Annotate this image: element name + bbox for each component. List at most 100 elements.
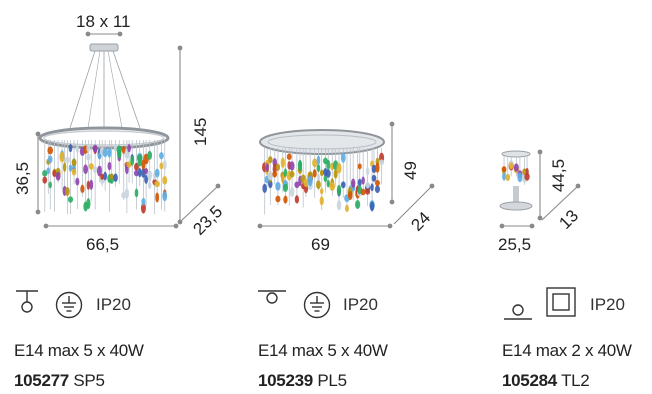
crystal-drop [140,203,146,214]
crystal-drop [502,172,506,181]
crystal-drop [282,183,289,192]
crystal-drop [59,151,65,163]
crystal-drop [147,150,153,160]
crystal-drop [513,163,519,172]
height-dimension-label: 44,5 [549,159,568,192]
crystal-drop [289,186,295,197]
crystal-drop [107,147,112,158]
dim-dot [499,223,505,229]
crystal-drop [130,155,135,166]
product-code: 105239 [258,371,313,390]
ip-rating: IP20 [590,295,625,314]
crystal-drop [262,183,268,194]
product-code-line: 105284 TL2 [502,371,590,391]
crystal-drop [92,144,98,153]
product-3-drawing: 44,5 25,5 13 [498,149,582,254]
crystal-drop [350,178,356,188]
body-height-dimension-label: 36,5 [13,162,32,195]
crystal-drop [109,173,114,180]
product-model: TL2 [561,371,590,390]
crystal-drop [46,167,51,175]
crystal-drop [100,173,105,180]
crystal-drop [325,169,331,178]
crystal-drop [316,155,321,166]
dim-dot [257,223,263,229]
crystal-drop [326,179,330,188]
product-code: 105277 [14,371,69,390]
crystal-drop [162,159,167,170]
crystal-drop [68,164,73,172]
crystal-drop [113,173,118,182]
crystal-drop [102,148,108,158]
product-1-drawing: 18 x 11 145 36,5 66,5 23,5 [13,12,226,254]
pendant-mount-icon [16,290,38,313]
crystal-drop [127,144,131,153]
table-lamp-icon [504,304,532,320]
dim-dot [537,149,543,155]
crystal-drop [524,172,530,181]
crystal-drop [289,170,295,178]
crystal-drop [283,195,288,204]
dim-dot [35,131,41,137]
bulb-spec: E14 max 5 x 40W [258,341,388,360]
crystal-drop [357,163,362,170]
crystal-drop [42,176,48,184]
depth-dim-line [393,185,433,225]
crystal-drop [64,156,70,164]
crystal-drop [89,179,94,190]
crystal-drop [283,168,288,177]
lamp-base [499,201,533,211]
crystal-strands [262,148,385,215]
crystal-drop [55,171,61,181]
dim-dot [117,31,123,37]
dim-dot [215,183,221,189]
crystal-drop [357,178,362,187]
crystal-drop [272,158,278,167]
depth-dim-line [541,185,579,221]
crystal-drop [374,179,380,187]
dim-dot [173,223,179,229]
product-code-line: 105239 PL5 [258,371,347,391]
crystal-drop [340,181,346,189]
crystal-drop [294,181,300,189]
crystal-drop [126,161,132,168]
crystal-drop [307,175,313,187]
product-2-drawing: 49 69 24 [257,121,435,254]
crystal-drop [133,170,140,177]
crystal-drop [144,167,149,175]
crystal-drop [275,181,281,191]
suspension-cable [112,50,141,129]
crystal-drop [147,170,153,180]
crystal-drop [154,168,160,178]
dim-dot [85,31,91,37]
crystal-drop [297,159,303,170]
crystal-drop [162,176,168,185]
crystal-drop [316,173,321,183]
crystal-drop [71,158,77,167]
crystal-drop [159,162,164,170]
dim-dot [389,121,395,127]
crystal-drop [370,183,374,192]
crystal-drop [340,152,346,163]
crystal-drop [336,199,342,211]
crystal-drop [141,197,146,206]
crystal-drop [268,179,273,189]
crystal-drop [365,166,370,176]
canopy [89,43,119,52]
product-model: PL5 [317,371,347,390]
crystal-drop [509,162,514,170]
bulb-spec: E14 max 5 x 40W [14,341,144,360]
crystal-drop [289,161,295,171]
crystal-drop [96,165,103,177]
crystal-drop [280,157,286,168]
earth-ground-icon [303,291,331,319]
crystal-drop [155,192,160,203]
crystal-drop [80,184,85,193]
crystal-drop [275,163,281,171]
crystal-drop [268,156,273,164]
crystal-drop [124,149,130,159]
crystal-drop [71,168,77,176]
crystal-drop [319,188,324,195]
dim-dot [537,215,543,221]
